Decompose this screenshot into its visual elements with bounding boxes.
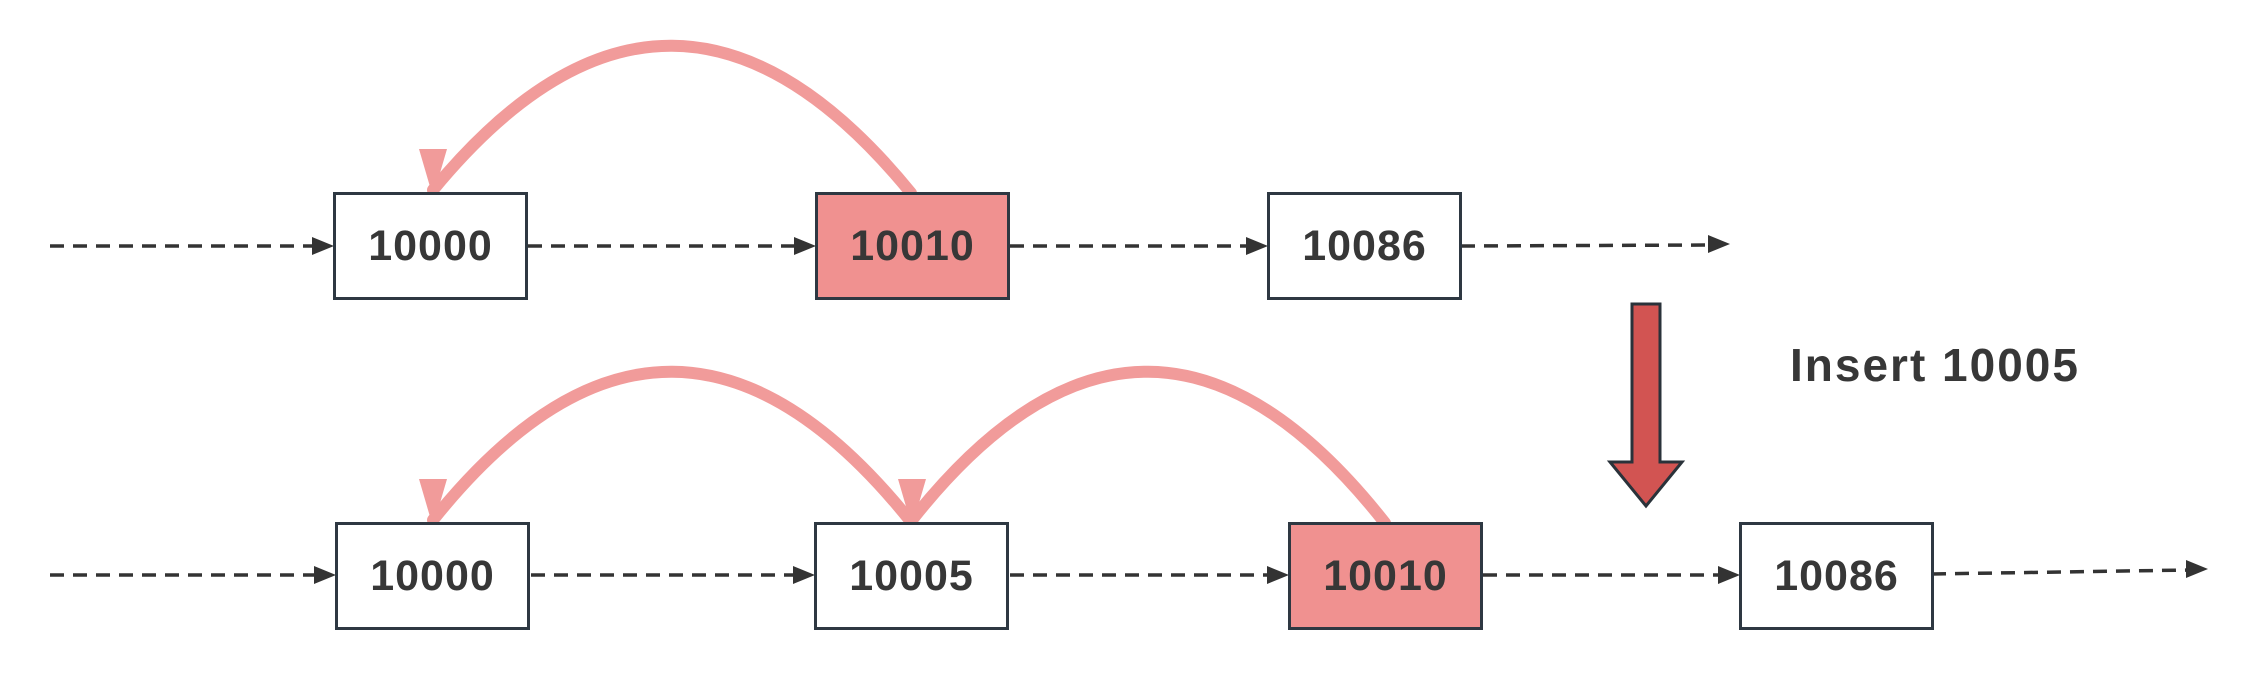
node-before-10010-highlighted: 10010 — [815, 192, 1010, 300]
node-after-10000: 10000 — [335, 522, 530, 630]
node-before-10086: 10086 — [1267, 192, 1462, 300]
arc-after-arrowhead-10005 — [898, 479, 926, 527]
arc-before-arrowhead — [419, 149, 447, 197]
arc-after-10005-to-10000 — [427, 365, 918, 529]
node-label: 10010 — [1323, 551, 1448, 600]
insert-down-arrow — [1606, 302, 1686, 509]
node-label: 10005 — [849, 551, 974, 600]
node-after-10010-highlighted: 10010 — [1288, 522, 1483, 630]
prev-pointer-arcs — [419, 39, 1391, 529]
arc-after-arrowhead-10000 — [419, 479, 447, 527]
node-label: 10086 — [1302, 221, 1427, 270]
insert-annotation: Insert 10005 — [1790, 339, 2080, 391]
next-pointer-dashed-arrows-before — [50, 235, 1730, 255]
arc-before-10010-to-10000 — [427, 39, 917, 199]
node-after-10086: 10086 — [1739, 522, 1934, 630]
node-label: 10000 — [368, 221, 493, 270]
node-label: 10086 — [1774, 551, 1899, 600]
node-before-10000: 10000 — [333, 192, 528, 300]
node-after-10005: 10005 — [814, 522, 1009, 630]
node-label: 10000 — [370, 551, 495, 600]
next-pointer-dashed-arrows-after — [50, 560, 2208, 584]
arc-after-10010-to-10005 — [906, 365, 1391, 529]
node-label: 10010 — [850, 221, 975, 270]
